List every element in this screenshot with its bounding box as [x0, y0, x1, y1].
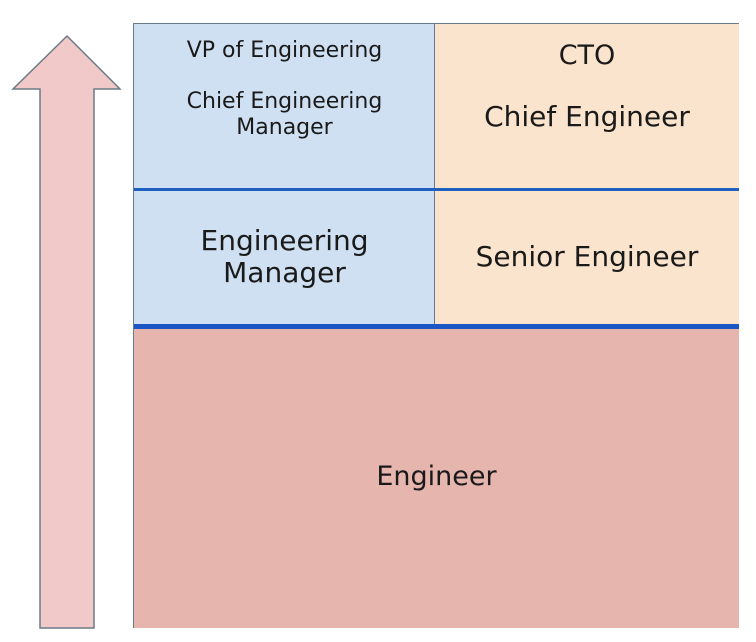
career-ladder-grid: VP of Engineering Chief Engineering Mana…	[133, 23, 739, 628]
base-cell: Engineer	[134, 325, 739, 628]
senior-engineer-label: Senior Engineer	[475, 239, 699, 273]
engineering-label: Engineering	[200, 223, 369, 257]
chief-engineering-manager-label: Manager	[236, 114, 333, 140]
vp-engineering-label: VP of Engineering	[186, 38, 383, 63]
upper-tier-divider	[134, 188, 739, 191]
base-tier-divider	[134, 324, 739, 329]
management-mid-cell: Engineering Manager	[134, 189, 435, 325]
specialist-mid-cell: Senior Engineer	[435, 189, 739, 325]
cto-label: CTO	[558, 40, 616, 71]
management-top-cell: VP of Engineering Chief Engineering Mana…	[134, 24, 435, 189]
engineer-label: Engineer	[376, 460, 497, 492]
specialist-top-cell: CTO Chief Engineer	[435, 24, 739, 189]
chief-engineer-label: Chief Engineer	[484, 100, 690, 134]
engineering-manager-label: Manager	[223, 256, 346, 289]
column-divider	[434, 24, 435, 325]
career-up-arrow	[11, 34, 122, 629]
chief-engineering-label: Chief Engineering	[186, 89, 383, 115]
